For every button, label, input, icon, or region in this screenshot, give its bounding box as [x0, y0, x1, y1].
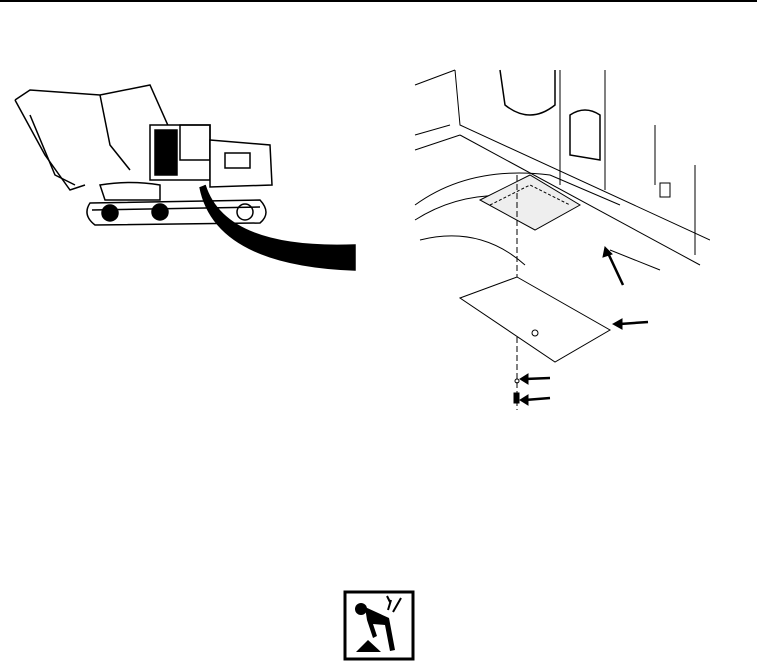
- heavy-lifting-icon: [343, 590, 415, 661]
- belly-pan-illustration: [414, 69, 710, 410]
- excavator-illustration: [14, 84, 356, 271]
- header-rule: [0, 0, 757, 2]
